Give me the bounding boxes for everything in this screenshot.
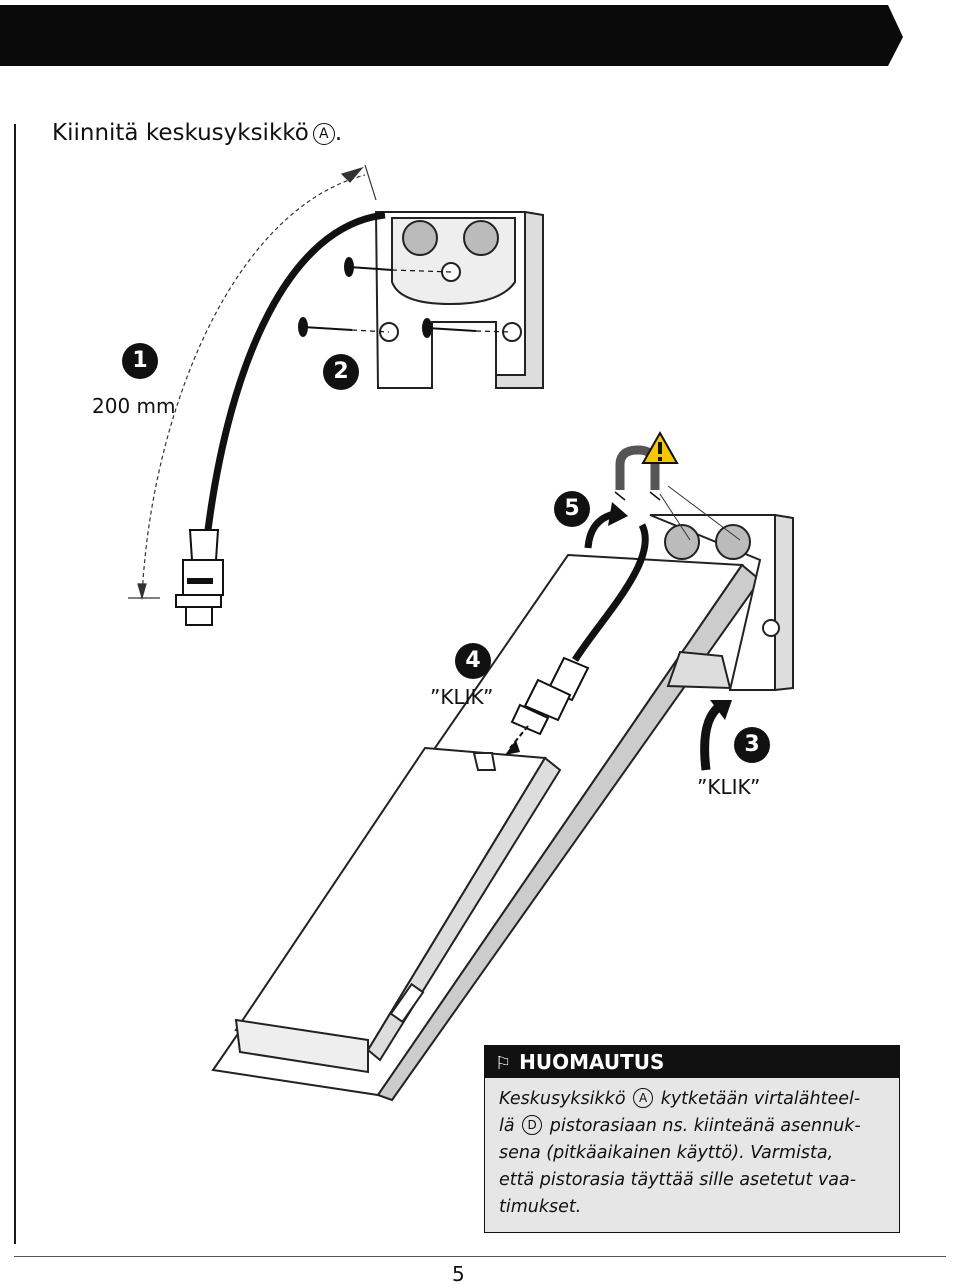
step-1-badge: 1 — [122, 343, 158, 379]
screws — [298, 257, 513, 338]
power-cable-unit — [505, 523, 649, 755]
step-5-badge: 5 — [554, 491, 590, 527]
note-box: ⚐ HUOMAUTUS Keskusyksikkö A kytketään vir… — [484, 1045, 900, 1233]
note-title: HUOMAUTUS — [519, 1050, 665, 1074]
step-3-label: ”KLIK” — [697, 775, 761, 799]
page-number: 5 — [452, 1262, 465, 1286]
header-bar — [0, 5, 903, 66]
step-1-label: 200 mm — [92, 394, 176, 418]
dimension-arc — [128, 164, 377, 601]
step-2-badge: 2 — [323, 354, 359, 390]
letter-d-badge: D — [522, 1115, 543, 1135]
power-cable-top — [175, 211, 386, 626]
step-4-label: ”KLIK” — [430, 685, 494, 709]
wall-bracket-right — [649, 513, 794, 692]
step-4-badge: 4 — [455, 643, 491, 679]
mounting-illustration — [128, 164, 794, 1102]
unit-letter-badge: A — [312, 123, 335, 145]
letter-a-badge: A — [633, 1088, 654, 1108]
footer-rule — [14, 1256, 946, 1257]
left-rule — [14, 124, 16, 1244]
note-body: Keskusyksikkö A kytketään virtalähteel- … — [499, 1088, 861, 1217]
note-header: ⚐ HUOMAUTUS — [485, 1046, 899, 1078]
push-arrow-3 — [700, 702, 723, 771]
flag-icon: ⚐ — [495, 1053, 512, 1074]
step-3-badge: 3 — [734, 727, 770, 763]
wall-bracket-top — [374, 210, 544, 389]
warning-triangle-icon — [641, 430, 679, 464]
central-unit — [211, 553, 762, 1102]
